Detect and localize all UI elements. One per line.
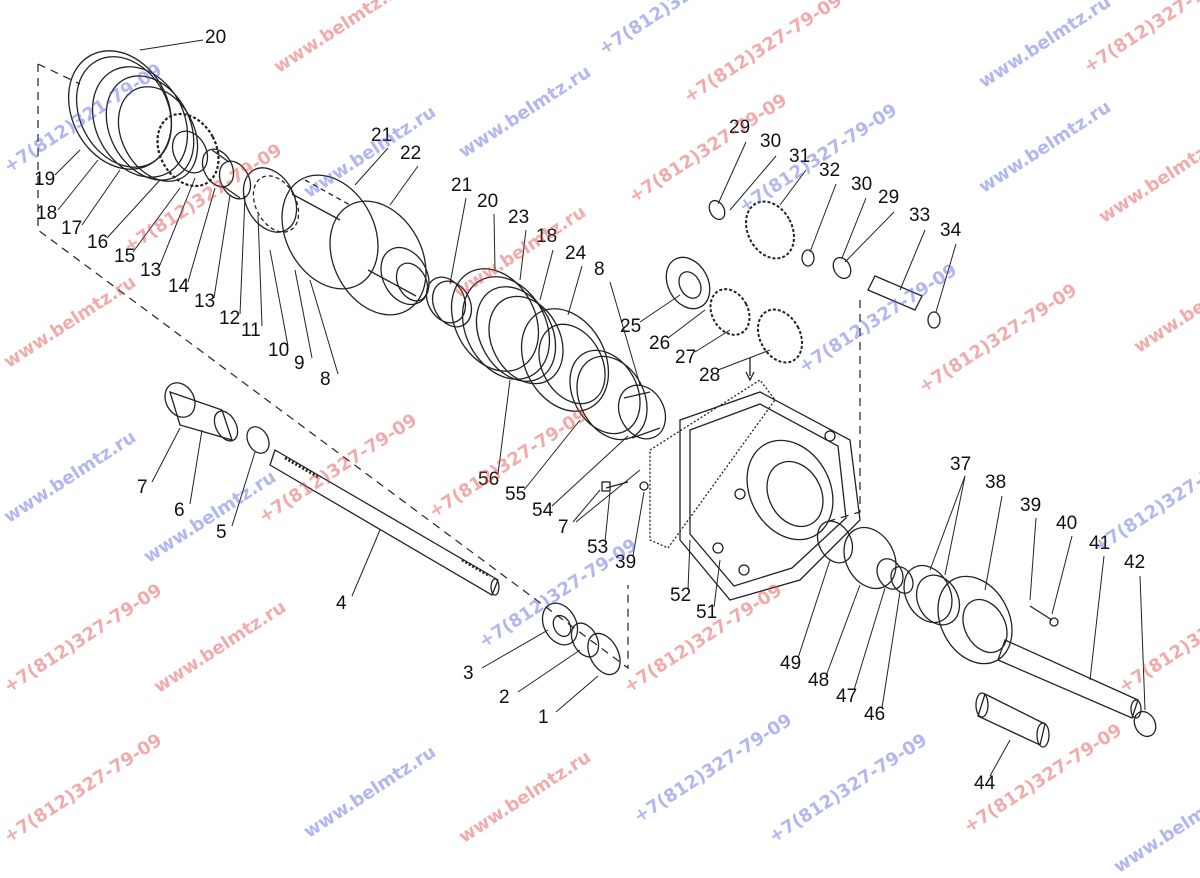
callout-number: 9 — [294, 353, 305, 374]
callout-number: 2 — [499, 687, 510, 708]
callout-number: 29 — [729, 117, 751, 138]
callout-number: 21 — [451, 175, 473, 196]
coupling-44 — [975, 692, 1050, 748]
callout-number: 17 — [61, 218, 83, 239]
callout-number: 42 — [1124, 552, 1146, 573]
callout-number: 20 — [205, 27, 227, 48]
callout-number: 24 — [565, 243, 587, 264]
callout-number: 55 — [505, 484, 527, 505]
callout-number: 21 — [371, 125, 393, 146]
callout-number: 28 — [699, 365, 721, 386]
callout-number: 44 — [974, 773, 996, 794]
callout-number: 22 — [400, 143, 422, 164]
callout-number: 12 — [219, 308, 241, 329]
callout-number: 37 — [950, 454, 972, 475]
idler-gear-31 — [708, 199, 852, 280]
callout-number: 46 — [864, 704, 886, 725]
callout-number: 4 — [336, 593, 347, 614]
coupling-7 — [164, 382, 239, 442]
bolt-40 — [1029, 605, 1059, 627]
sleeve-54 — [617, 384, 667, 440]
callout-number: 26 — [649, 333, 671, 354]
gasket-52 — [649, 379, 776, 549]
callout-number: 51 — [696, 602, 718, 623]
callout-number: 52 — [670, 585, 692, 606]
callout-number: 56 — [478, 469, 500, 490]
callout-number: 30 — [851, 174, 873, 195]
dashed-group-boundary — [37, 64, 629, 670]
housing-51 — [679, 391, 861, 601]
callout-number: 49 — [780, 653, 802, 674]
disc-pack-23 — [450, 268, 564, 385]
exploded-parts-diagram — [37, 39, 1157, 777]
seal-rings-55 — [569, 349, 648, 441]
callout-number: 11 — [241, 320, 261, 341]
callout-number: 10 — [268, 340, 290, 361]
callout-number: 8 — [320, 369, 331, 390]
callout-number: 14 — [168, 276, 190, 297]
callout-number: 20 — [477, 191, 499, 212]
callout-number: 32 — [819, 160, 841, 181]
callout-number: 27 — [675, 347, 697, 368]
callout-number: 41 — [1089, 533, 1111, 554]
callout-number: 15 — [114, 246, 136, 267]
callout-number: 31 — [789, 146, 811, 167]
callout-number: 3 — [463, 663, 474, 684]
bearing-48 — [816, 520, 914, 594]
dashed-group-boundary-right — [825, 300, 861, 523]
callout-number: 39 — [1020, 495, 1042, 516]
callout-number: 8 — [594, 259, 605, 280]
callout-number: 13 — [140, 260, 162, 281]
callout-number: 7 — [558, 517, 569, 538]
callout-number: 7 — [137, 477, 148, 498]
input-shaft-4 — [269, 449, 500, 596]
gear-27 — [709, 288, 804, 364]
callout-number: 1 — [538, 707, 549, 728]
bushing-14 — [201, 148, 252, 200]
callout-number: 38 — [985, 472, 1007, 493]
flange-38 — [937, 575, 1013, 665]
callout-number: 33 — [909, 205, 931, 226]
callout-number: 16 — [87, 232, 109, 253]
callout-number: 18 — [36, 203, 58, 224]
axle-33 — [867, 275, 941, 329]
friction-discs-18 — [91, 66, 199, 182]
callout-number: 30 — [760, 131, 782, 152]
callout-number: 48 — [808, 670, 830, 691]
callout-number: 6 — [174, 500, 185, 521]
callout-number: 39 — [615, 552, 637, 573]
bolt-53 — [601, 481, 649, 492]
output-shaft-41 — [997, 639, 1157, 738]
gear-16 — [156, 112, 220, 188]
callout-number: 13 — [194, 291, 216, 312]
callout-number: 34 — [940, 220, 962, 241]
callout-number: 18 — [536, 226, 558, 247]
leader-lines — [54, 39, 1146, 777]
clutch-drum-22 — [281, 174, 430, 316]
callout-number: 29 — [878, 187, 900, 208]
callout-number: 25 — [620, 316, 642, 337]
callout-number: 54 — [532, 500, 554, 521]
callout-number: 40 — [1056, 513, 1078, 534]
callout-number: 5 — [216, 522, 227, 543]
callout-number: 47 — [836, 686, 858, 707]
snap-ring-20 — [67, 50, 173, 170]
callout-number: 53 — [587, 537, 609, 558]
callout-number: 19 — [34, 169, 56, 190]
bearing-25 — [665, 256, 711, 310]
ring-5 — [246, 426, 270, 454]
callout-number: 23 — [508, 207, 530, 228]
circlip-1 — [587, 632, 621, 676]
piston-24 — [520, 308, 610, 412]
